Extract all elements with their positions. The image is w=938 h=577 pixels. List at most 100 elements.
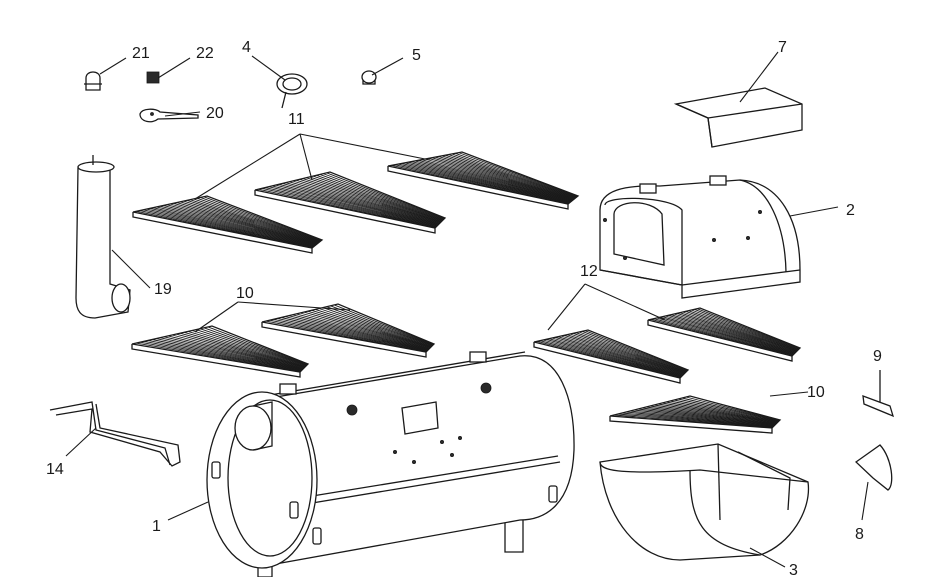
cooking-grate-10-right <box>261 303 436 358</box>
shelf-part-7 <box>673 87 803 148</box>
grate-bar <box>685 396 780 421</box>
grate-bar <box>411 161 572 202</box>
grate-bar <box>147 339 302 371</box>
callout-8: 8 <box>855 526 864 543</box>
grate-bar <box>307 310 431 348</box>
grate-bar <box>183 200 319 243</box>
callout-5: 5 <box>412 47 421 64</box>
grate-bar <box>659 316 794 355</box>
grate-bar <box>578 331 687 372</box>
grate-bar <box>322 307 433 347</box>
grate-bar <box>195 329 307 367</box>
grate-bar <box>455 152 578 198</box>
small-parts <box>84 70 895 491</box>
grate-bar <box>326 172 445 219</box>
grate-bar <box>657 403 777 424</box>
grate-bar <box>554 336 684 376</box>
grate-bar <box>179 332 305 368</box>
grate-bar <box>404 162 571 203</box>
grate-bar <box>143 340 302 372</box>
grate-bar <box>323 173 445 220</box>
grate-bar <box>269 319 427 352</box>
grate-edge <box>132 212 313 254</box>
grate-bar <box>299 178 442 223</box>
grate-bar <box>167 335 304 369</box>
grate-bar <box>391 164 569 205</box>
grate-bar <box>330 305 434 346</box>
grate-bar <box>557 336 684 375</box>
grate-bar <box>183 331 306 368</box>
grate-bar <box>661 402 778 424</box>
grate-bar <box>428 157 574 201</box>
grate-edge <box>609 416 773 434</box>
callout-22: 22 <box>196 45 214 62</box>
grate-bar <box>445 154 576 199</box>
grate-bar <box>299 312 431 349</box>
grate-bar <box>679 312 798 352</box>
grate-bar <box>334 304 434 345</box>
grate-bar <box>309 176 443 222</box>
grate-bar <box>668 314 796 354</box>
grate-bar <box>295 179 441 223</box>
callout-3: 3 <box>789 562 798 577</box>
grate-bar <box>176 202 319 244</box>
grate-bar <box>311 309 432 348</box>
grate-bar <box>258 188 436 228</box>
grate-bar <box>434 156 575 200</box>
grate-bar <box>296 313 430 349</box>
callout-21: 21 <box>132 45 150 62</box>
grate-bar <box>139 341 301 372</box>
grate-bar <box>673 313 797 353</box>
callout-numbers: 1 2 3 4 5 7 8 9 10 10 11 12 14 19 20 21 … <box>46 39 882 577</box>
grate-bar <box>190 199 320 243</box>
grate-bar <box>676 312 797 352</box>
grate-bar <box>292 180 441 224</box>
grate-bar <box>560 335 685 375</box>
cooking-grate-10-left <box>131 325 310 378</box>
grate-bar <box>551 337 683 376</box>
grate-bar <box>673 399 779 423</box>
grate-bar <box>441 155 576 199</box>
grate-bar <box>401 163 570 203</box>
callout-9: 9 <box>873 348 882 365</box>
grate-bar <box>569 333 686 374</box>
grate-bar <box>171 334 305 369</box>
firebox-bottom-part-3 <box>599 443 810 561</box>
grate-bar <box>179 201 319 244</box>
callout-12: 12 <box>580 263 598 280</box>
grate-bar <box>645 406 776 425</box>
grate-bar <box>691 309 799 350</box>
grate-bar <box>688 310 799 351</box>
grate-bar <box>563 334 685 374</box>
grate-bar <box>397 163 570 204</box>
grate-bar <box>326 306 433 346</box>
grate-bar <box>135 342 301 373</box>
grate-bar <box>151 339 303 371</box>
grate-bar <box>318 308 433 347</box>
grate-bar <box>282 183 439 225</box>
grate-bar <box>139 210 314 248</box>
grate-bar <box>153 207 315 247</box>
grate-bar <box>159 337 303 370</box>
grate-bar <box>196 197 321 242</box>
grate-bar <box>629 410 775 427</box>
leader-lines <box>65 51 869 568</box>
grate-edge <box>254 190 436 234</box>
grate-bar <box>649 405 777 425</box>
grate-bar <box>542 339 682 378</box>
grate-bar <box>187 330 306 367</box>
grate-edge <box>647 320 793 362</box>
callout-11: 11 <box>288 111 305 128</box>
firebox-lid-part-2 <box>599 175 801 299</box>
grate-bar <box>285 182 440 225</box>
grate-bar <box>613 414 773 429</box>
grate-bar <box>277 317 428 351</box>
grate-bar <box>193 198 321 242</box>
grate-bar <box>682 311 798 352</box>
grate-bar <box>271 185 438 227</box>
grate-bar <box>288 315 429 350</box>
grate-bar <box>656 317 794 356</box>
callout-7: 7 <box>778 39 787 56</box>
grate-bar <box>431 157 575 200</box>
